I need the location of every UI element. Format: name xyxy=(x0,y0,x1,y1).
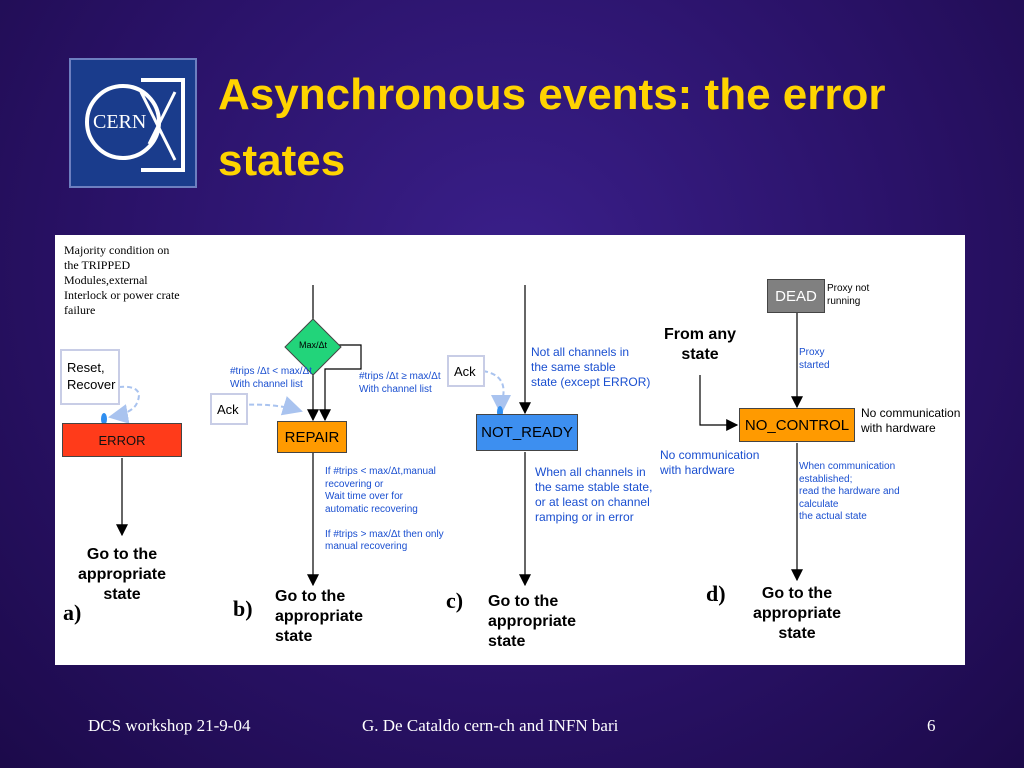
repair-right-condition: #trips /Δt ≥ max/Δt With channel list xyxy=(359,371,441,395)
repair-goto-text: Go to the appropriate state xyxy=(275,588,364,645)
no-control-state-box: NO_CONTROL xyxy=(739,408,855,442)
label-b: b) xyxy=(233,596,253,621)
not-ready-ack-box: Ack xyxy=(447,355,485,387)
slide-title: Asynchronous events: the error states xyxy=(218,70,886,185)
diagram-connectors xyxy=(101,285,803,587)
label-a: a) xyxy=(63,600,82,625)
not-ready-goto-text: Go to the appropriate state xyxy=(488,593,577,650)
proxy-not-running-text: Proxy not running xyxy=(827,283,870,307)
reset-dot xyxy=(101,413,107,425)
comm-established-text: When communication established; read the… xyxy=(799,461,900,522)
decision-diamond xyxy=(284,318,342,376)
repair-state-box: REPAIR xyxy=(277,421,347,453)
page-number: 6 xyxy=(927,716,936,735)
not-ready-state-box: NOT_READY xyxy=(476,414,578,451)
from-any-state-text: From any state xyxy=(663,326,736,363)
decision-right-arrow xyxy=(319,344,362,422)
cern-logo-text: CERN xyxy=(93,111,147,133)
footer-center: G. De Cataldo cern-ch and INFN bari xyxy=(362,716,619,735)
proxy-started-text: Proxy started xyxy=(799,347,830,371)
error-condition-text: Majority condition on the TRIPPED Module… xyxy=(64,243,180,317)
label-d: d) xyxy=(706,581,726,606)
error-goto-text: Go to the appropriate state xyxy=(77,546,166,603)
repair-ack-box: Ack xyxy=(210,393,248,425)
diagram-panel: Majority condition on the TRIPPED Module… xyxy=(55,235,965,665)
error-state-box: ERROR xyxy=(62,423,182,457)
repair-ack-arrow xyxy=(240,396,303,416)
reset-arrow xyxy=(108,385,140,424)
no-comm-left-text: No communication with hardware xyxy=(660,448,760,477)
label-c: c) xyxy=(446,588,464,613)
no-comm-right-text: No communication with hardware xyxy=(861,406,961,435)
footer-left: DCS workshop 21-9-04 xyxy=(88,716,251,735)
reset-recover-box: Reset, Recover xyxy=(60,349,120,405)
cern-logo-graphic xyxy=(85,78,185,172)
no-control-goto-text: Go to the appropriate state xyxy=(752,585,841,642)
decision-label: Max/Δt xyxy=(298,340,327,350)
repair-left-condition: #trips /Δt < max/Δt With channel list xyxy=(230,366,312,390)
from-any-arrow xyxy=(699,375,739,431)
cern-logo: CERN xyxy=(69,58,197,188)
not-ready-exit-note: When all channels in the same stable sta… xyxy=(535,465,653,524)
dead-state-box: DEAD xyxy=(767,279,825,313)
not-ready-entry-note: Not all channels in the same stable stat… xyxy=(531,345,651,389)
repair-note: If #trips < max/Δt,manual recovering or … xyxy=(325,466,444,552)
